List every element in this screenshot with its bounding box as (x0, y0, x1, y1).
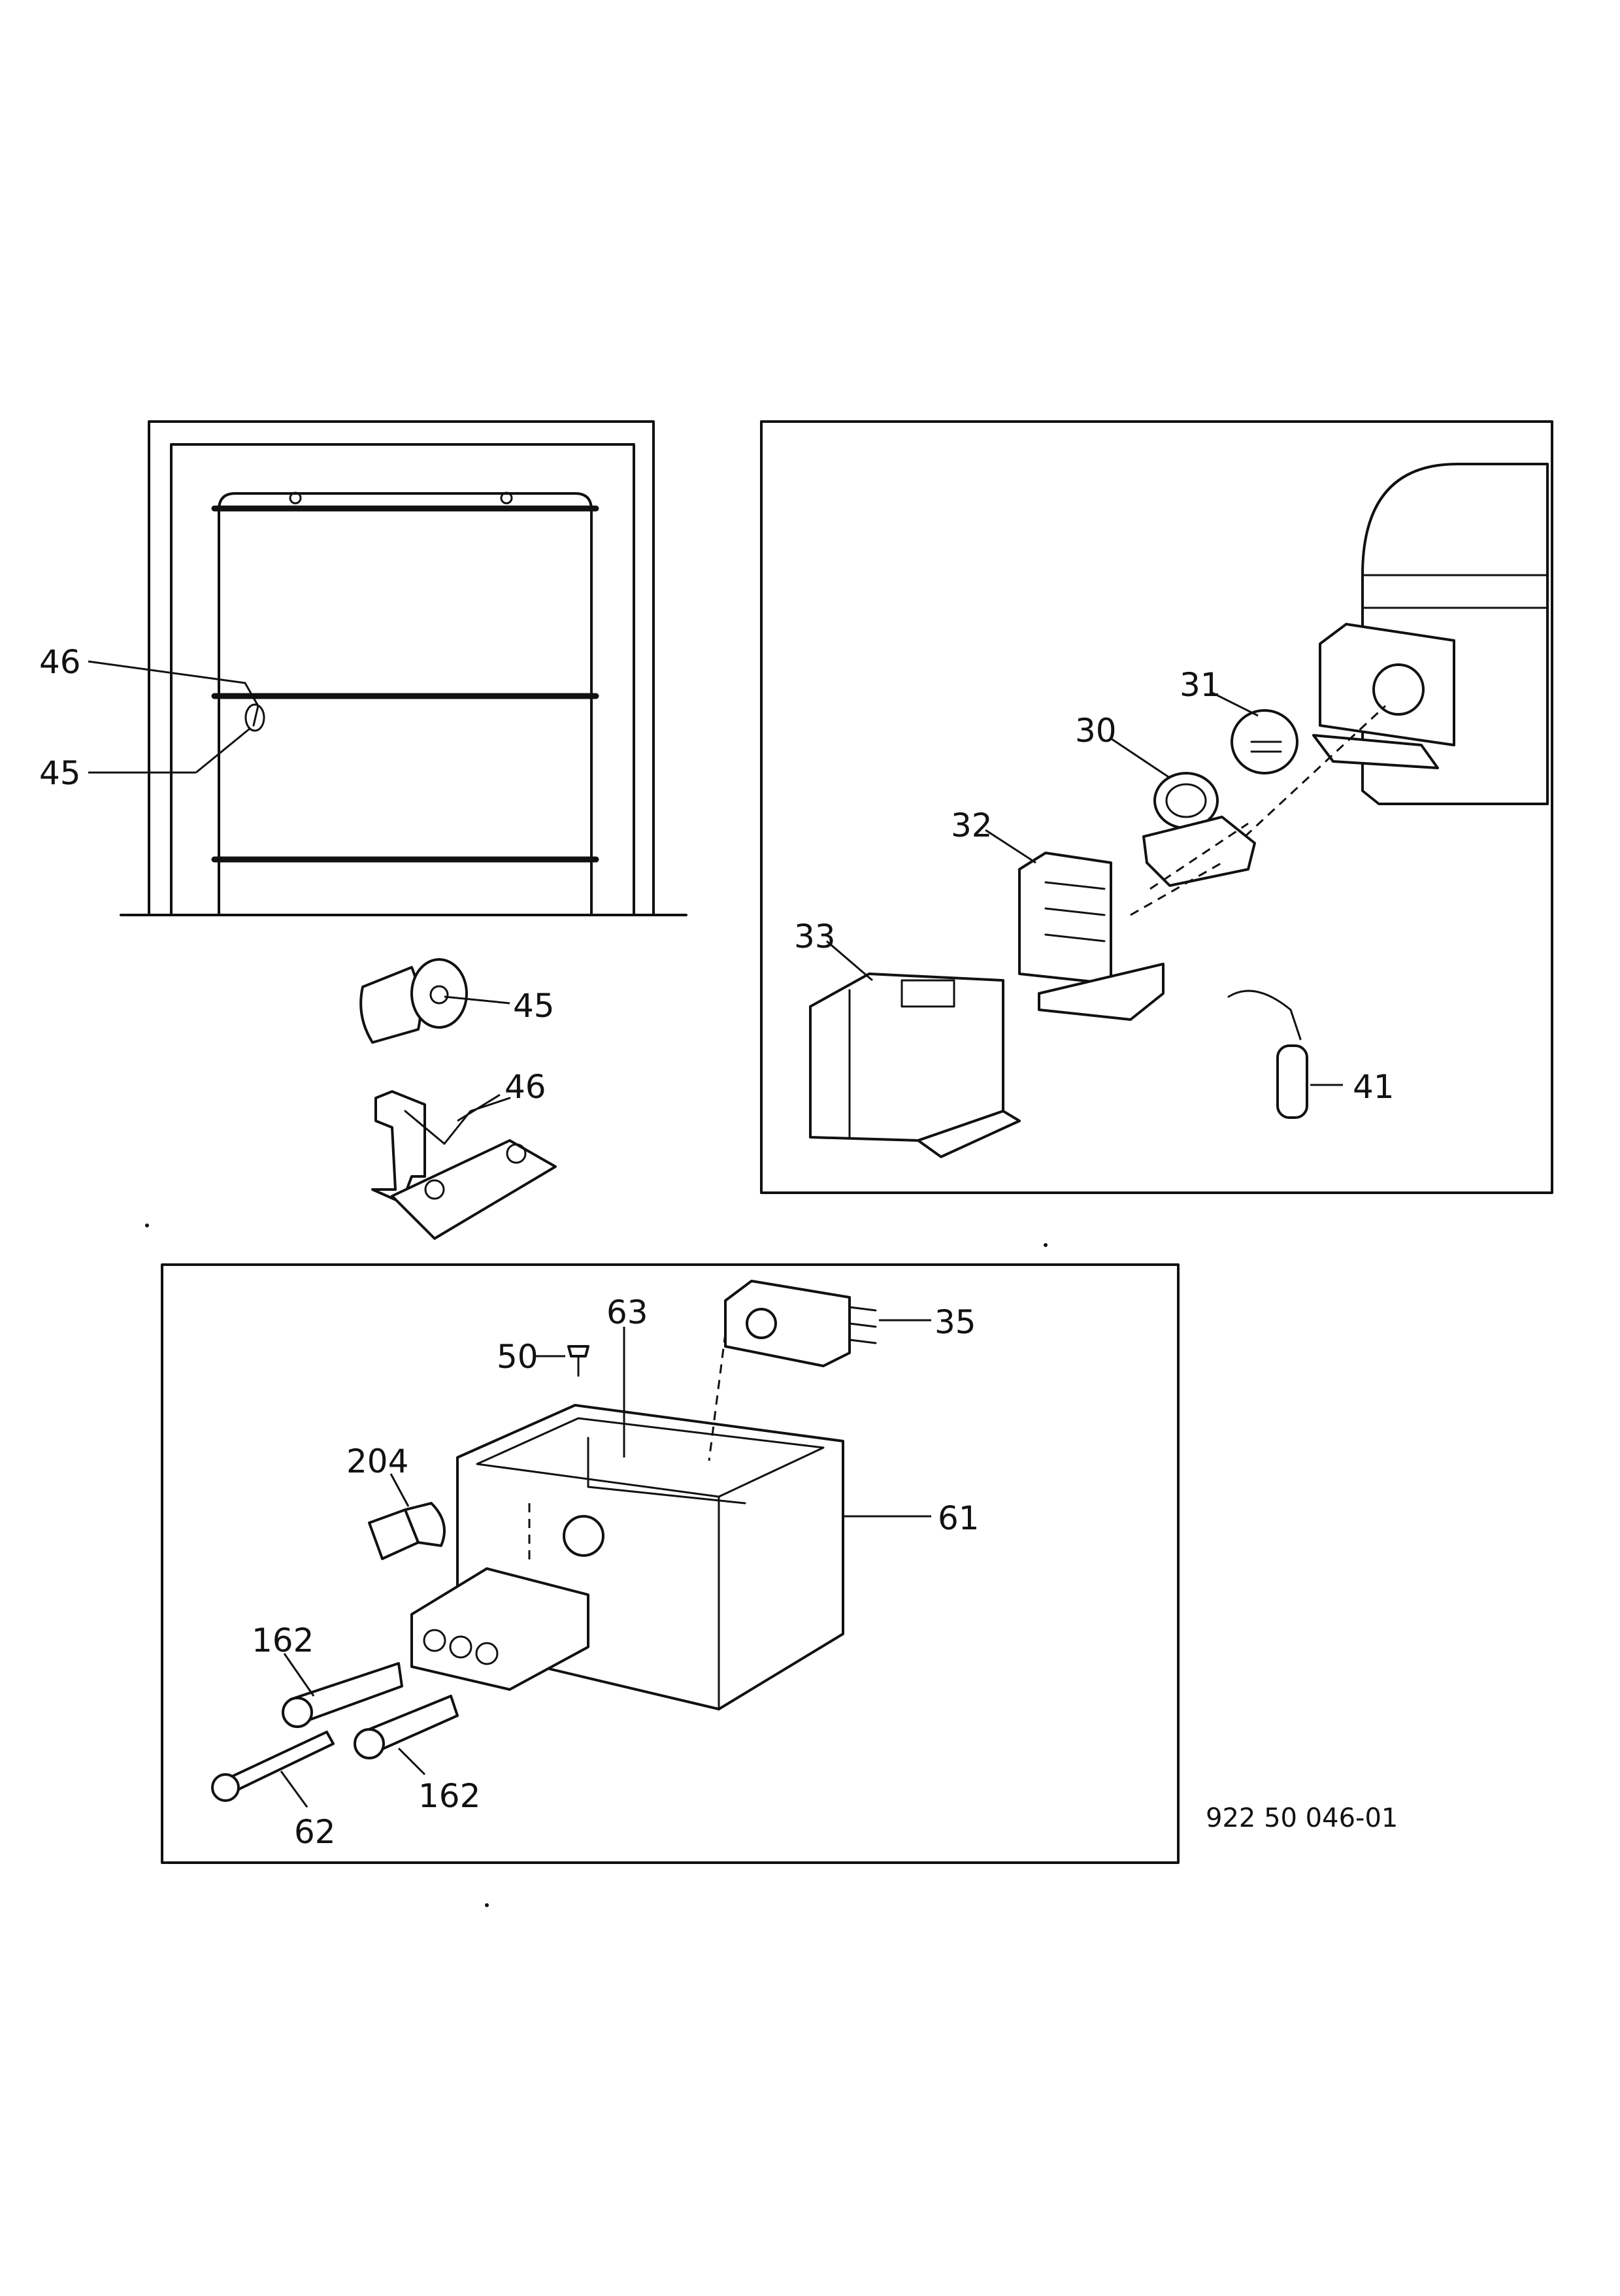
holder-46-socket-right (506, 1143, 527, 1164)
holder-46-bracket (371, 1090, 426, 1204)
lamp-45-glass (359, 966, 422, 1044)
thermostat-35-terminals (848, 1306, 877, 1344)
capacitor-41-leads (1227, 990, 1302, 1040)
callout-32: 32 (951, 807, 993, 844)
fixing-hole-right (500, 491, 513, 505)
lamp-45-detail: 45 (359, 958, 555, 1044)
leader-204 (389, 1473, 410, 1507)
relay-31-pins (1250, 740, 1282, 753)
callout-50: 50 (497, 1338, 538, 1376)
callout-45-cabinet: 45 (39, 754, 81, 792)
bracket-32-ribs (1044, 881, 1106, 942)
cabinet-lamp-bulb (244, 703, 265, 732)
connect-line-2 (1149, 822, 1249, 890)
leader-32 (985, 829, 1036, 864)
speck (1044, 1243, 1048, 1247)
compressor-panel-frame (760, 420, 1553, 1194)
inner-liner (218, 492, 593, 916)
shaft-62-knob (211, 1773, 240, 1802)
leader-162-bottom (397, 1747, 426, 1776)
thermostat-35-spindle (746, 1308, 777, 1339)
switch-162-top-knob (282, 1697, 313, 1728)
callout-63: 63 (606, 1293, 648, 1331)
connect-line-1 (1244, 705, 1387, 838)
leader-62 (280, 1771, 308, 1808)
callout-62: 62 (294, 1813, 336, 1851)
leader-31 (1212, 691, 1259, 717)
leader-45-d (195, 727, 250, 774)
callout-31: 31 (1180, 666, 1221, 704)
switch-hole-2 (449, 1635, 472, 1659)
relay-30-ring-inner (1165, 783, 1207, 818)
cover-33-foot (917, 1110, 1021, 1158)
holder-46-base (391, 1139, 557, 1240)
cabinet-panel: 46 45 (39, 420, 687, 916)
relay-30-body (1142, 816, 1256, 887)
thermostat-panel: 61 63 50 35 204 162 162 (161, 1263, 1398, 1864)
leader-46-holder (457, 1093, 501, 1122)
thermostat-panel-frame (161, 1263, 1180, 1864)
callout-41: 41 (1353, 1068, 1395, 1106)
holder-46-socket-left (424, 1179, 445, 1200)
thermostat-35-guide (708, 1333, 727, 1461)
switch-hole-1 (423, 1629, 446, 1652)
bracket-32-base (1038, 963, 1165, 1021)
callout-30: 30 (1075, 712, 1117, 750)
callout-35: 35 (934, 1303, 976, 1341)
callout-46-cabinet: 46 (39, 643, 81, 681)
compressor-panel: 31 30 32 33 41 (760, 420, 1553, 1194)
cover-33-slot (901, 979, 955, 1008)
cover-33-box (809, 973, 1004, 1142)
leader-30 (1110, 737, 1170, 779)
thermostat-35-body (724, 1280, 851, 1367)
leader-45-lamp (444, 995, 510, 1005)
speck (485, 1903, 489, 1907)
switch-block (410, 1567, 589, 1691)
diagram-code: 922 50 046-01 (1206, 1803, 1398, 1833)
lamp-45-contact (429, 985, 449, 1005)
callout-46-holder: 46 (504, 1068, 546, 1106)
switch-hole-3 (475, 1642, 499, 1665)
screw-50-head (567, 1345, 589, 1357)
callout-45-lamp: 45 (513, 987, 555, 1025)
lamp-holder-46-detail: 46 (371, 1068, 557, 1240)
capacitor-41-body (1276, 1044, 1308, 1119)
callout-162-top: 162 (252, 1622, 314, 1659)
fixing-hole-left (289, 491, 302, 505)
bulb-204-glass (404, 1502, 446, 1547)
lamp-45-cap (410, 958, 468, 1029)
cabinet-inner-frame (170, 443, 635, 916)
callout-61: 61 (938, 1499, 980, 1537)
connect-line-3 (1130, 861, 1223, 916)
callout-33: 33 (794, 918, 836, 956)
leader-162-top (283, 1653, 315, 1697)
holder-46-wire (404, 1097, 511, 1145)
callout-162-bottom: 162 (418, 1777, 480, 1815)
cabinet-outer-frame (148, 420, 655, 916)
terminal-foot (1312, 734, 1439, 769)
thermostat-dial (563, 1515, 604, 1557)
terminal-boss (1372, 663, 1425, 716)
housing-61-opening (476, 1417, 825, 1498)
callout-204: 204 (346, 1442, 408, 1480)
speck (145, 1223, 149, 1227)
bracket-32-back (1018, 852, 1112, 985)
leader-33 (826, 940, 873, 982)
switch-162-bottom-knob (354, 1728, 385, 1759)
leader-46 (88, 660, 246, 684)
